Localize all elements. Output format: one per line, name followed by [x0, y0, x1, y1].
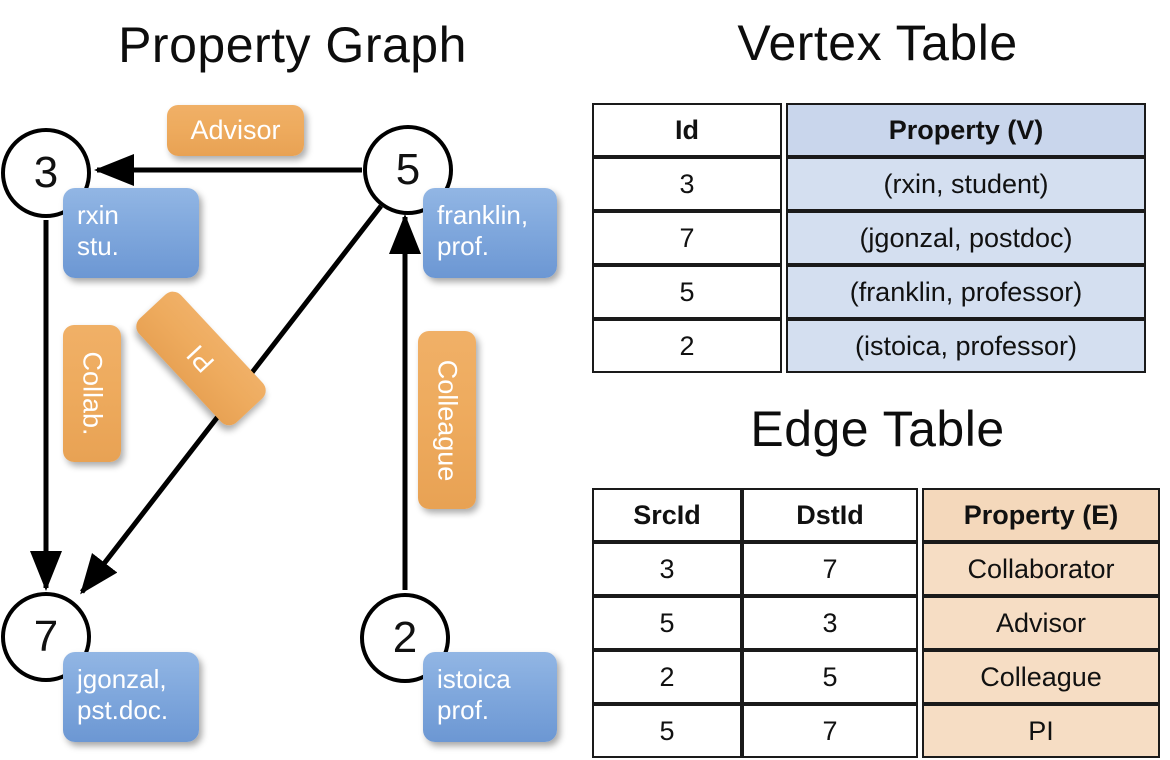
edge-table-cell-property: Advisor — [922, 596, 1160, 650]
edge-table-cell-dstid: 7 — [742, 704, 918, 758]
table-row[interactable]: 5 7 PI — [592, 704, 1160, 758]
edge-property-box-colleague: Colleague — [418, 331, 476, 509]
vertex-table-cell-id: 2 — [592, 319, 782, 373]
graph-node-2[interactable]: 2 — [360, 593, 450, 683]
vertex-property-line-1: franklin, — [437, 200, 529, 230]
edge-table-cell-property: Colleague — [922, 650, 1160, 704]
table-row[interactable]: 5 3 Advisor — [592, 596, 1160, 650]
vertex-table-header-property: Property (V) — [786, 103, 1146, 157]
vertex-property-line-2: prof. — [437, 231, 490, 261]
vertex-table-cell-id: 5 — [592, 265, 782, 319]
vertex-property-line-1: rxin — [77, 200, 119, 230]
table-row[interactable]: 5 (franklin, professor) — [592, 265, 1146, 319]
vertex-property-box-istoica: istoica prof. — [423, 652, 557, 742]
edge-property-label-advisor: Advisor — [190, 115, 281, 145]
vertex-table-header-row: Id Property (V) — [592, 103, 1146, 157]
graph-node-5[interactable]: 5 — [363, 125, 453, 215]
vertex-property-box-franklin: franklin, prof. — [423, 188, 557, 278]
edge-table-header-dstid: DstId — [742, 488, 918, 542]
edge-property-box-advisor: Advisor — [167, 105, 304, 156]
vertex-table: Id Property (V) 3 (rxin, student) 7 (jgo… — [592, 103, 1146, 373]
edge-table-header-srcid: SrcId — [592, 488, 742, 542]
vertex-table-cell-property: (rxin, student) — [786, 157, 1146, 211]
edge-table: SrcId DstId Property (E) 3 7 Collaborato… — [592, 488, 1160, 758]
edge-property-label-collab: Collab. — [77, 351, 108, 436]
edge-table-cell-property: Collaborator — [922, 542, 1160, 596]
vertex-property-line-1: jgonzal, — [77, 664, 167, 694]
edge-table-cell-srcid: 5 — [592, 596, 742, 650]
vertex-property-box-rxin: rxin stu. — [63, 188, 199, 278]
property-graph-diagram: 3 5 7 2 rxin stu. franklin, prof. jgonza… — [1, 105, 557, 742]
table-row[interactable]: 3 7 Collaborator — [592, 542, 1160, 596]
edge-table-cell-srcid: 2 — [592, 650, 742, 704]
vertex-property-line-2: pst.doc. — [77, 695, 169, 725]
vertex-table-cell-id: 3 — [592, 157, 782, 211]
page-title-property-graph: Property Graph — [118, 17, 467, 73]
vertex-property-line-1: istoica — [437, 664, 511, 694]
vertex-table-cell-id: 7 — [592, 211, 782, 265]
edge-table-cell-srcid: 5 — [592, 704, 742, 758]
vertex-table-cell-property: (istoica, professor) — [786, 319, 1146, 373]
edge-property-box-collab: Collab. — [63, 325, 121, 462]
edge-table-cell-dstid: 5 — [742, 650, 918, 704]
table-row[interactable]: 7 (jgonzal, postdoc) — [592, 211, 1146, 265]
edge-table-cell-dstid: 7 — [742, 542, 918, 596]
table-row[interactable]: 2 (istoica, professor) — [592, 319, 1146, 373]
edge-table-cell-property: PI — [922, 704, 1160, 758]
edge-property-label-pi: PI — [180, 339, 221, 379]
edge-table-header-property: Property (E) — [922, 488, 1160, 542]
graph-node-3-label: 3 — [33, 148, 59, 197]
vertex-property-box-jgonzal: jgonzal, pst.doc. — [63, 652, 199, 742]
graph-node-2-label: 2 — [392, 613, 418, 662]
vertex-table-header-id: Id — [592, 103, 782, 157]
edge-table-cell-srcid: 3 — [592, 542, 742, 596]
table-row[interactable]: 3 (rxin, student) — [592, 157, 1146, 211]
edge-property-label-colleague: Colleague — [432, 359, 463, 481]
table-row[interactable]: 2 5 Colleague — [592, 650, 1160, 704]
graph-node-5-label: 5 — [395, 145, 421, 194]
page-title-edge-table: Edge Table — [750, 401, 1005, 457]
edge-table-cell-dstid: 3 — [742, 596, 918, 650]
vertex-table-cell-property: (franklin, professor) — [786, 265, 1146, 319]
graph-node-7-label: 7 — [33, 612, 59, 661]
vertex-property-line-2: prof. — [437, 695, 490, 725]
edge-table-header-row: SrcId DstId Property (E) — [592, 488, 1160, 542]
page-title-vertex-table: Vertex Table — [737, 15, 1018, 71]
vertex-property-line-2: stu. — [77, 231, 119, 261]
vertex-table-cell-property: (jgonzal, postdoc) — [786, 211, 1146, 265]
